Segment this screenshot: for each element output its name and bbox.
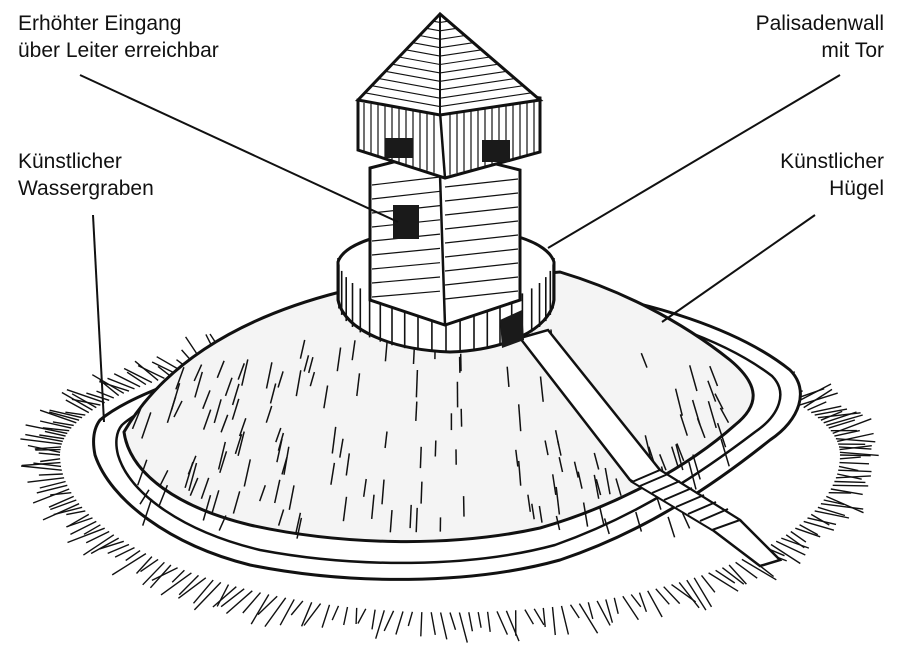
label-raised-entrance-line1: Erhöhter Eingang [18, 12, 182, 35]
label-moat-line2: Wassergraben [18, 177, 154, 200]
label-palisade-line2: mit Tor [821, 39, 884, 62]
label-moat: Künstlicher Wassergraben [18, 148, 154, 202]
pyramid-roof [354, 11, 544, 117]
leader-moat [92, 214, 105, 423]
window-right [482, 140, 510, 162]
leader-hill [661, 214, 816, 323]
bridge [629, 468, 743, 532]
label-hill-line2: Hügel [829, 177, 884, 200]
label-hill: Künstlicher Hügel [780, 148, 884, 202]
artificial-mound [122, 270, 755, 544]
label-palisade: Palisadenwall mit Tor [756, 10, 884, 64]
leader-entrance [79, 74, 399, 223]
palisade-gate [500, 310, 524, 348]
label-raised-entrance: Erhöhter Eingang über Leiter erreichbar [18, 10, 219, 64]
label-moat-line1: Künstlicher [18, 150, 122, 173]
leader-palisade [547, 74, 841, 249]
window-left [385, 138, 413, 158]
label-palisade-line1: Palisadenwall [755, 12, 884, 35]
label-raised-entrance-line2: über Leiter erreichbar [18, 39, 219, 62]
label-hill-line1: Künstlicher [780, 150, 884, 173]
